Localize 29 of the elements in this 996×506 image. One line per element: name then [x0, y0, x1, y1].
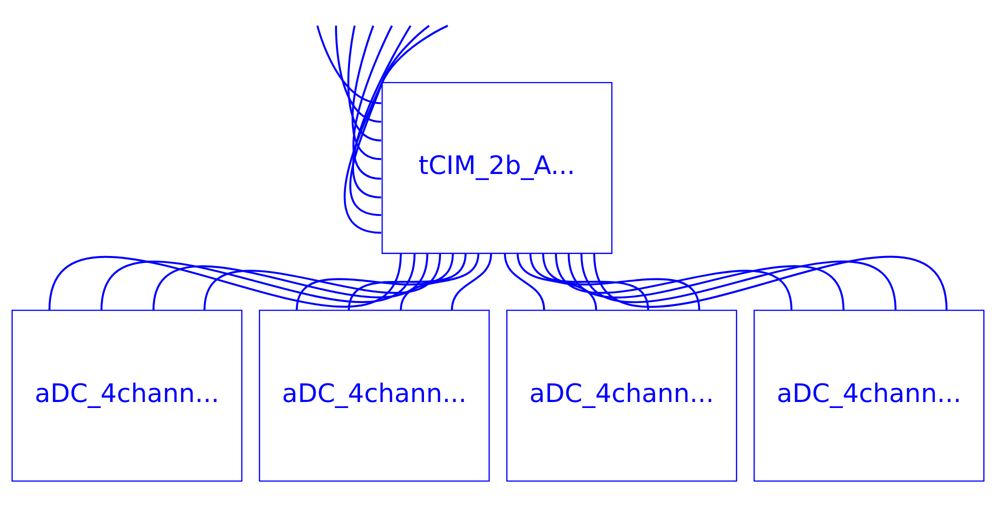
connector — [450, 253, 492, 310]
node-box: aDC_4chann... — [754, 310, 984, 482]
connector — [568, 253, 844, 310]
connector — [580, 253, 896, 310]
connector — [335, 26, 382, 123]
connector — [316, 25, 382, 104]
connector — [344, 24, 448, 234]
connector — [100, 253, 416, 310]
connector — [204, 253, 442, 310]
node-box: aDC_4chann... — [258, 310, 490, 482]
connector — [352, 25, 412, 198]
node-box: aDC_4chann... — [506, 310, 738, 482]
connector — [352, 25, 382, 160]
connector — [348, 253, 467, 310]
connector — [542, 253, 700, 310]
connector — [352, 25, 393, 180]
connector — [504, 253, 546, 310]
connector — [152, 253, 428, 310]
connector — [529, 253, 650, 310]
connector — [554, 253, 792, 310]
connector — [593, 253, 948, 310]
connector — [349, 24, 430, 216]
connector — [400, 253, 480, 310]
connector — [296, 253, 454, 310]
connector — [48, 253, 402, 310]
connector — [516, 253, 598, 310]
node-box: tCIM_2b_A... — [382, 82, 612, 254]
node-box: aDC_4chann... — [12, 310, 242, 482]
connector — [347, 26, 382, 142]
